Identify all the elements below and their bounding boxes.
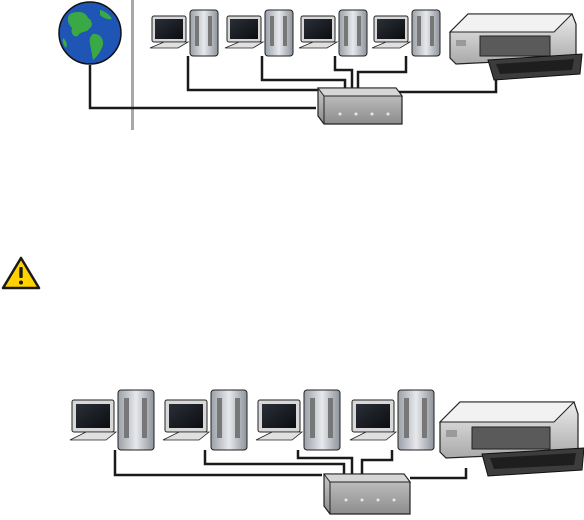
computer-icon [256, 390, 340, 450]
divider-line [131, 0, 134, 130]
computer-icon [372, 10, 440, 56]
network-cables [90, 56, 496, 108]
globe-icon [59, 2, 121, 64]
printer-icon [440, 402, 584, 476]
computer-icon [350, 390, 434, 450]
warning-triangle-icon [0, 255, 42, 291]
computer-icon [163, 390, 247, 450]
network-cables [115, 450, 466, 478]
computer-icon [70, 390, 154, 450]
network-hub-icon [318, 88, 402, 124]
computer-icon [150, 10, 218, 56]
network-diagram-without-internet [0, 380, 584, 520]
printer-icon [450, 14, 582, 80]
network-diagram-with-internet [0, 0, 584, 135]
computer-icon [299, 10, 367, 56]
network-hub-icon [324, 474, 410, 514]
computer-icon [225, 10, 293, 56]
